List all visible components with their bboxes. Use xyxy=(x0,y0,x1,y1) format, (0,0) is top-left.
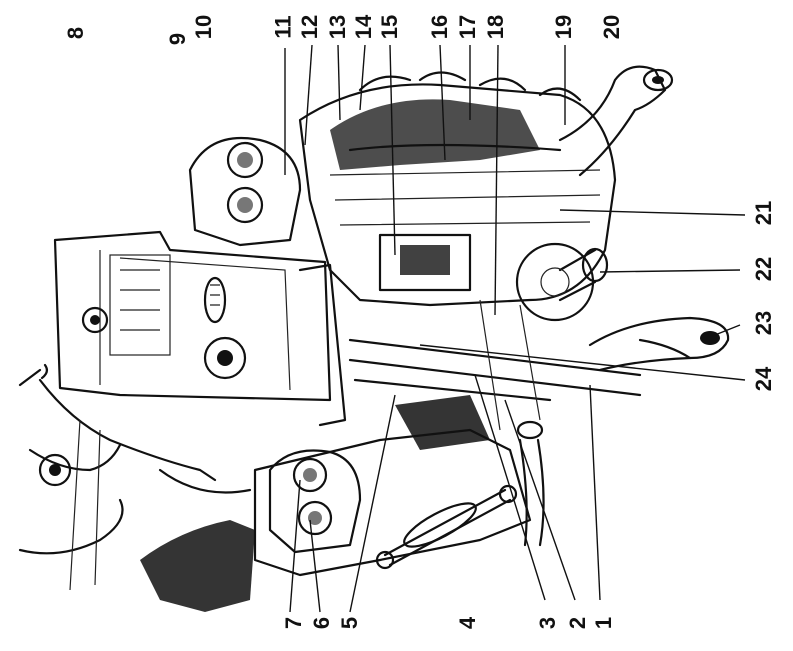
callout-14: 14 xyxy=(351,14,377,40)
callout-12: 12 xyxy=(297,14,323,40)
callout-13: 13 xyxy=(325,14,351,40)
callout-1: 1 xyxy=(591,616,617,630)
callout-11: 11 xyxy=(270,15,296,39)
callout-4: 4 xyxy=(455,616,481,630)
callout-24: 24 xyxy=(751,366,777,392)
callout-15: 15 xyxy=(377,14,403,40)
callout-23: 23 xyxy=(751,310,777,336)
callout-20: 20 xyxy=(599,14,625,40)
callout-21: 21 xyxy=(751,200,777,226)
callout-18: 18 xyxy=(483,14,509,40)
callout-19: 19 xyxy=(551,14,577,40)
callout-22: 22 xyxy=(751,256,777,282)
engine-block xyxy=(298,71,617,307)
callout-9: 9 xyxy=(165,32,191,46)
crank-pulley xyxy=(515,242,609,322)
callout-7: 7 xyxy=(281,616,307,630)
strut xyxy=(375,484,518,570)
lower-cavity xyxy=(140,395,532,612)
mount-bracket xyxy=(588,316,730,372)
round-caps-bottom xyxy=(268,449,362,554)
frame-rails xyxy=(348,299,642,431)
callout-16: 16 xyxy=(427,14,453,40)
round-caps-top xyxy=(188,136,302,247)
leader-lines xyxy=(284,44,746,613)
callout-6: 6 xyxy=(309,616,335,630)
callout-17: 17 xyxy=(455,14,481,40)
callout-10: 10 xyxy=(191,14,217,40)
air-cleaner-housing xyxy=(53,230,347,427)
callout-2: 2 xyxy=(565,616,591,630)
callout-8: 8 xyxy=(63,26,89,40)
support-rod xyxy=(516,420,545,547)
wiring-left xyxy=(18,363,252,591)
callout-5: 5 xyxy=(337,616,363,630)
exhaust-pipe xyxy=(558,65,674,177)
callout-3: 3 xyxy=(535,616,561,630)
